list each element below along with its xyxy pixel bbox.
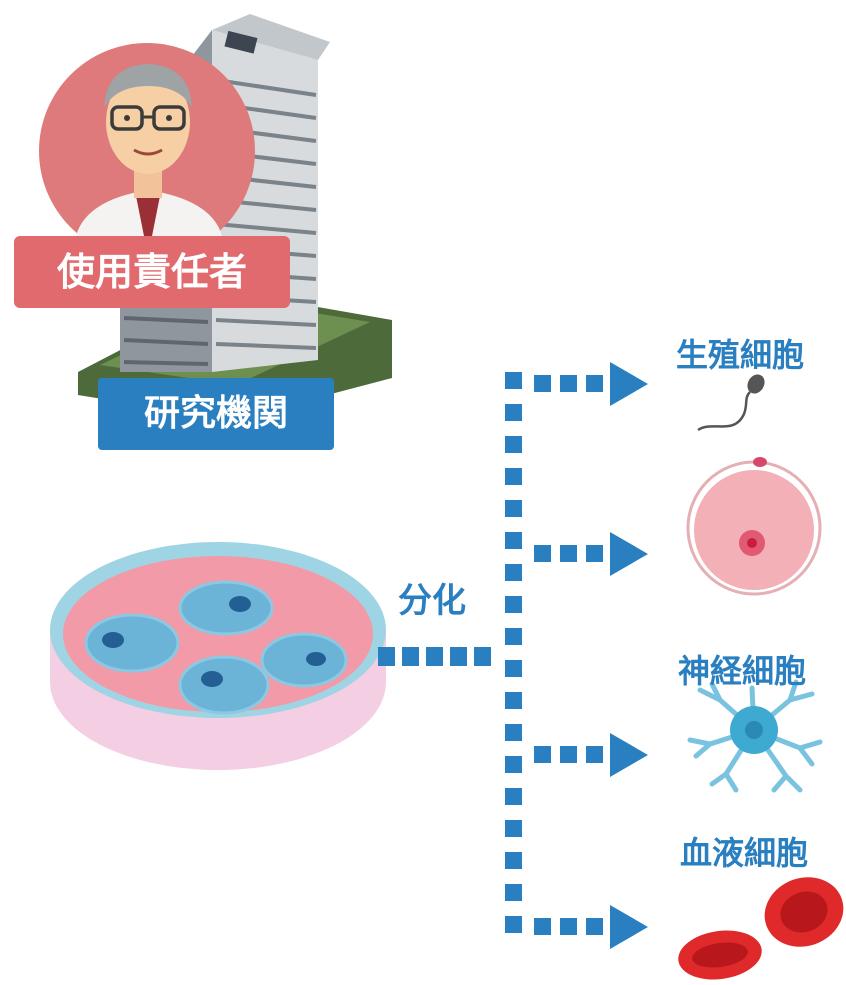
arrow-to-germ-cell-sperm [534, 362, 648, 406]
differentiation-label: 分化 [398, 581, 466, 621]
egg-cell-icon [686, 457, 822, 596]
blood-cell-label: 血液細胞 [680, 834, 809, 872]
institution-label: 研究機関 [98, 378, 334, 450]
red-blood-cell-icon [678, 877, 844, 980]
arrow-to-blood-cell [534, 905, 648, 949]
user-role-label: 使用責任者 [14, 236, 290, 308]
sperm-icon [697, 374, 765, 432]
germ-cell-label: 生殖細胞 [676, 336, 805, 374]
petri-dish-icon [50, 542, 386, 770]
differentiation-arrows [378, 362, 648, 949]
arrow-to-germ-cell-egg [534, 532, 648, 576]
neuron-icon [687, 679, 823, 793]
arrow-to-nerve-cell [534, 733, 648, 777]
doctor-avatar [39, 43, 255, 259]
stem-cell-colony [84, 580, 348, 715]
nerve-cell-label: 神経細胞 [678, 652, 807, 690]
